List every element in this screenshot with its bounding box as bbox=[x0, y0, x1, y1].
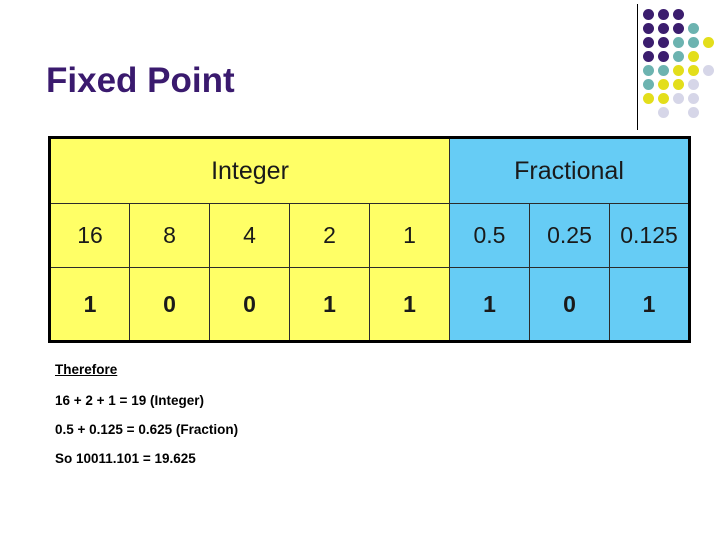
place-value-cell: 1 bbox=[369, 203, 450, 268]
logo-dot bbox=[658, 79, 669, 90]
logo-dot bbox=[643, 37, 654, 48]
notes-line-integer-sum: 16 + 2 + 1 = 19 (Integer) bbox=[55, 393, 204, 408]
logo-dot bbox=[658, 9, 669, 20]
place-value-cell: 0.5 bbox=[449, 203, 530, 268]
logo-dot bbox=[643, 9, 654, 20]
header-cell-integer: Integer bbox=[49, 137, 450, 204]
dot-grid-icon bbox=[643, 9, 728, 124]
bit-cell: 0 bbox=[209, 267, 290, 342]
logo-dot bbox=[688, 65, 699, 76]
logo-dot bbox=[688, 79, 699, 90]
logo-dot bbox=[673, 23, 684, 34]
logo-dot bbox=[703, 37, 714, 48]
bit-cell: 1 bbox=[49, 267, 130, 342]
logo-dot bbox=[658, 37, 669, 48]
bit-cell: 0 bbox=[529, 267, 610, 342]
logo-dot bbox=[643, 51, 654, 62]
logo-dot bbox=[643, 79, 654, 90]
slide-logo bbox=[637, 0, 728, 130]
bit-cell: 1 bbox=[609, 267, 690, 342]
logo-dot bbox=[673, 93, 684, 104]
bit-cell: 1 bbox=[449, 267, 530, 342]
logo-dot bbox=[673, 37, 684, 48]
logo-dot bbox=[673, 51, 684, 62]
logo-dot bbox=[673, 65, 684, 76]
place-value-cell: 0.25 bbox=[529, 203, 610, 268]
place-value-cell: 4 bbox=[209, 203, 290, 268]
page-title: Fixed Point bbox=[46, 61, 235, 100]
logo-vertical-rule bbox=[637, 4, 638, 130]
bit-cell: 1 bbox=[369, 267, 450, 342]
logo-dot bbox=[643, 23, 654, 34]
fixed-point-table: Integer Fractional 16 8 4 2 1 0.5 0.25 0… bbox=[48, 136, 691, 343]
table-header-row: Integer Fractional bbox=[49, 137, 690, 204]
notes-line-fraction-sum: 0.5 + 0.125 = 0.625 (Fraction) bbox=[55, 422, 239, 437]
logo-dot bbox=[673, 79, 684, 90]
notes-line-result: So 10011.101 = 19.625 bbox=[55, 451, 196, 466]
logo-dot bbox=[658, 65, 669, 76]
table-place-value-row: 16 8 4 2 1 0.5 0.25 0.125 bbox=[49, 203, 690, 268]
header-cell-fractional: Fractional bbox=[449, 137, 690, 204]
bit-cell: 1 bbox=[289, 267, 370, 342]
place-value-cell: 8 bbox=[129, 203, 210, 268]
logo-dot bbox=[688, 51, 699, 62]
notes-block: Therefore 16 + 2 + 1 = 19 (Integer) 0.5 … bbox=[55, 362, 475, 480]
logo-dot bbox=[673, 9, 684, 20]
place-value-cell: 0.125 bbox=[609, 203, 690, 268]
place-value-cell: 2 bbox=[289, 203, 370, 268]
logo-dot bbox=[688, 23, 699, 34]
logo-dot bbox=[688, 37, 699, 48]
logo-dot bbox=[703, 65, 714, 76]
logo-dot bbox=[688, 93, 699, 104]
bit-cell: 0 bbox=[129, 267, 210, 342]
logo-dot bbox=[658, 93, 669, 104]
logo-dot bbox=[658, 51, 669, 62]
logo-dot bbox=[658, 23, 669, 34]
place-value-cell: 16 bbox=[49, 203, 130, 268]
logo-dot bbox=[643, 65, 654, 76]
logo-dot bbox=[643, 93, 654, 104]
logo-dot bbox=[658, 107, 669, 118]
notes-heading: Therefore bbox=[55, 362, 118, 377]
table-bit-row: 1 0 0 1 1 1 0 1 bbox=[49, 267, 690, 342]
logo-dot bbox=[688, 107, 699, 118]
